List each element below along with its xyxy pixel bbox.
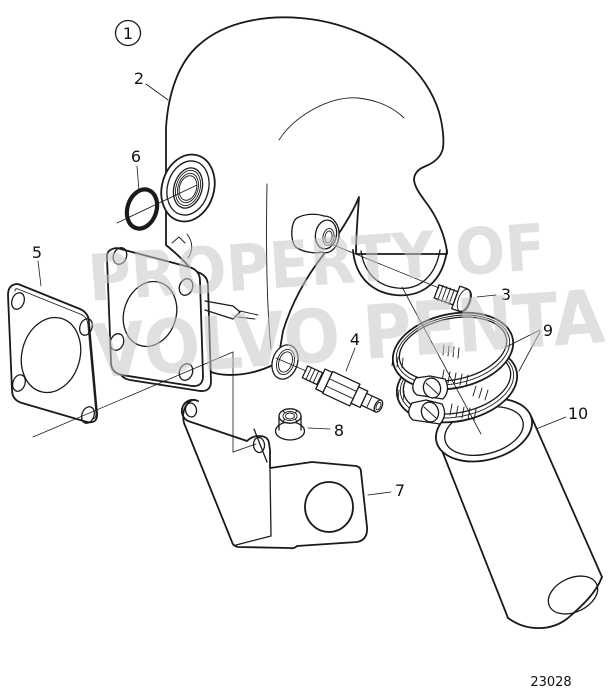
o-ring xyxy=(124,187,160,231)
outlet-rim-inner xyxy=(360,249,441,289)
callout-5: 5 xyxy=(32,243,42,262)
flange-face xyxy=(106,247,204,387)
flange-nut xyxy=(274,408,306,441)
nut-flange xyxy=(274,421,306,441)
bracket-fold-lines xyxy=(235,428,272,546)
exhaust-elbow-body xyxy=(106,16,448,392)
elbow-flange xyxy=(106,247,212,392)
bracket-outline xyxy=(180,398,368,550)
clamp-screw-slot xyxy=(423,406,437,419)
flange-hole-tr xyxy=(178,278,194,296)
leader-line-8 xyxy=(307,427,331,430)
leader-line-4 xyxy=(345,347,356,372)
nut-thread-bore xyxy=(282,410,298,422)
clamp-band-slots xyxy=(397,385,489,421)
cast-mark-paren xyxy=(186,233,193,259)
callout-7: 7 xyxy=(395,481,405,500)
hose-axis-line xyxy=(401,286,482,435)
plug-boss xyxy=(291,213,340,254)
hose-bottom-bore xyxy=(547,575,599,615)
outlet-rim-outer xyxy=(352,249,448,297)
exhaust-hose xyxy=(435,397,603,629)
bracket-web-hole xyxy=(252,436,266,454)
gasket-center-bore xyxy=(20,316,82,394)
callout-3: 3 xyxy=(501,285,511,304)
leader-line-9b xyxy=(518,331,541,372)
callout-1: 1 xyxy=(123,24,133,43)
gasket-hole-bl xyxy=(12,374,26,392)
callout-9: 9 xyxy=(543,321,553,340)
hose-clamp-upper xyxy=(391,311,515,400)
figure-number: 23028 xyxy=(530,675,571,690)
port-axis-line xyxy=(116,184,198,224)
callout-6: 6 xyxy=(131,147,141,166)
elbow-crease-line xyxy=(266,183,272,350)
elbow-inner-contour xyxy=(278,97,405,141)
gasket xyxy=(7,283,98,424)
callout-8: 8 xyxy=(334,421,344,440)
callout-2: 2 xyxy=(134,69,144,88)
gasket-hole-tl xyxy=(11,292,25,310)
flange-hole-bl xyxy=(109,333,125,351)
flange-hole-tl xyxy=(112,247,128,265)
cast-mark-check xyxy=(171,236,186,244)
leader-line-3 xyxy=(476,294,497,298)
support-bracket xyxy=(180,398,368,550)
threaded-port xyxy=(160,153,216,223)
gasket-face xyxy=(7,283,98,424)
callout-4: 4 xyxy=(350,330,360,349)
bolt-axis-line xyxy=(32,351,257,453)
flange-hole-br xyxy=(178,363,194,381)
gasket-hole-br xyxy=(81,406,95,424)
clamp-screw-slot xyxy=(425,382,439,395)
leader-line-5 xyxy=(37,260,42,287)
fitting-axis-line xyxy=(275,357,307,372)
leader-line-9a xyxy=(505,329,541,348)
leader-line-7 xyxy=(367,491,392,496)
plug-axis-line xyxy=(330,243,440,289)
bracket-plate-hole xyxy=(304,481,354,533)
bracket-arm-hole xyxy=(184,402,198,418)
flange-tab xyxy=(204,300,259,320)
fitting-nipple xyxy=(301,365,384,413)
clamp-band-slots xyxy=(391,344,469,387)
leader-line-2 xyxy=(145,83,169,101)
gasket-hole-tr xyxy=(79,318,93,336)
axis-lines xyxy=(32,184,482,453)
leader-line-10 xyxy=(535,416,567,430)
leader-line-6 xyxy=(136,165,140,192)
callout-1-circle xyxy=(114,19,142,47)
drain-plug xyxy=(433,284,472,313)
callouts: 1 2 3 4 5 6 7 8 9 10 xyxy=(32,19,588,500)
elbow-outline xyxy=(165,16,448,376)
callout-10: 10 xyxy=(568,404,588,423)
flange-center-bore xyxy=(122,280,178,348)
